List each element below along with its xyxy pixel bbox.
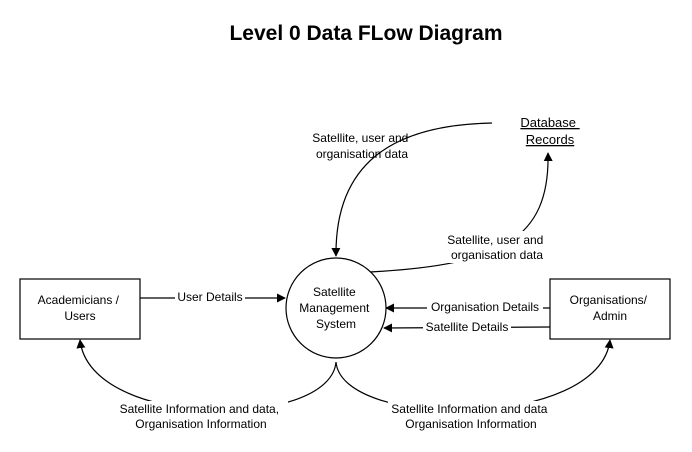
flow-label-user-details: User Details bbox=[177, 290, 242, 304]
flow-edge-system-to-academicians bbox=[76, 339, 337, 412]
flow-label-system-to-academicians: Satellite Information and data, Organisa… bbox=[120, 402, 283, 431]
diagram-title: Level 0 Data FLow Diagram bbox=[229, 22, 502, 45]
satellite-management-system-process bbox=[285, 257, 387, 359]
flow-edge-system-to-organisations bbox=[335, 339, 614, 412]
academicians-entity bbox=[19, 278, 141, 340]
flow-label-system-to-db: Satellite, user and organisation data bbox=[447, 233, 546, 262]
system-label: Satellite Management System bbox=[299, 285, 372, 331]
flow-label-satellite-details: Satellite Details bbox=[426, 320, 509, 334]
flow-label-organisation-details: Organisation Details bbox=[431, 300, 539, 314]
database-records-store: Database Records bbox=[520, 115, 579, 147]
flow-label-db-to-system: Satellite, user and organisation data bbox=[312, 131, 411, 161]
organisations-label: Organisations/ Admin bbox=[570, 293, 651, 323]
academicians-label: Academicians / Users bbox=[38, 293, 123, 323]
flow-label-system-to-organisations: Satellite Information and data Organisat… bbox=[391, 402, 550, 431]
organisations-entity bbox=[549, 278, 671, 340]
flow-edge-db-to-system bbox=[331, 122, 493, 257]
